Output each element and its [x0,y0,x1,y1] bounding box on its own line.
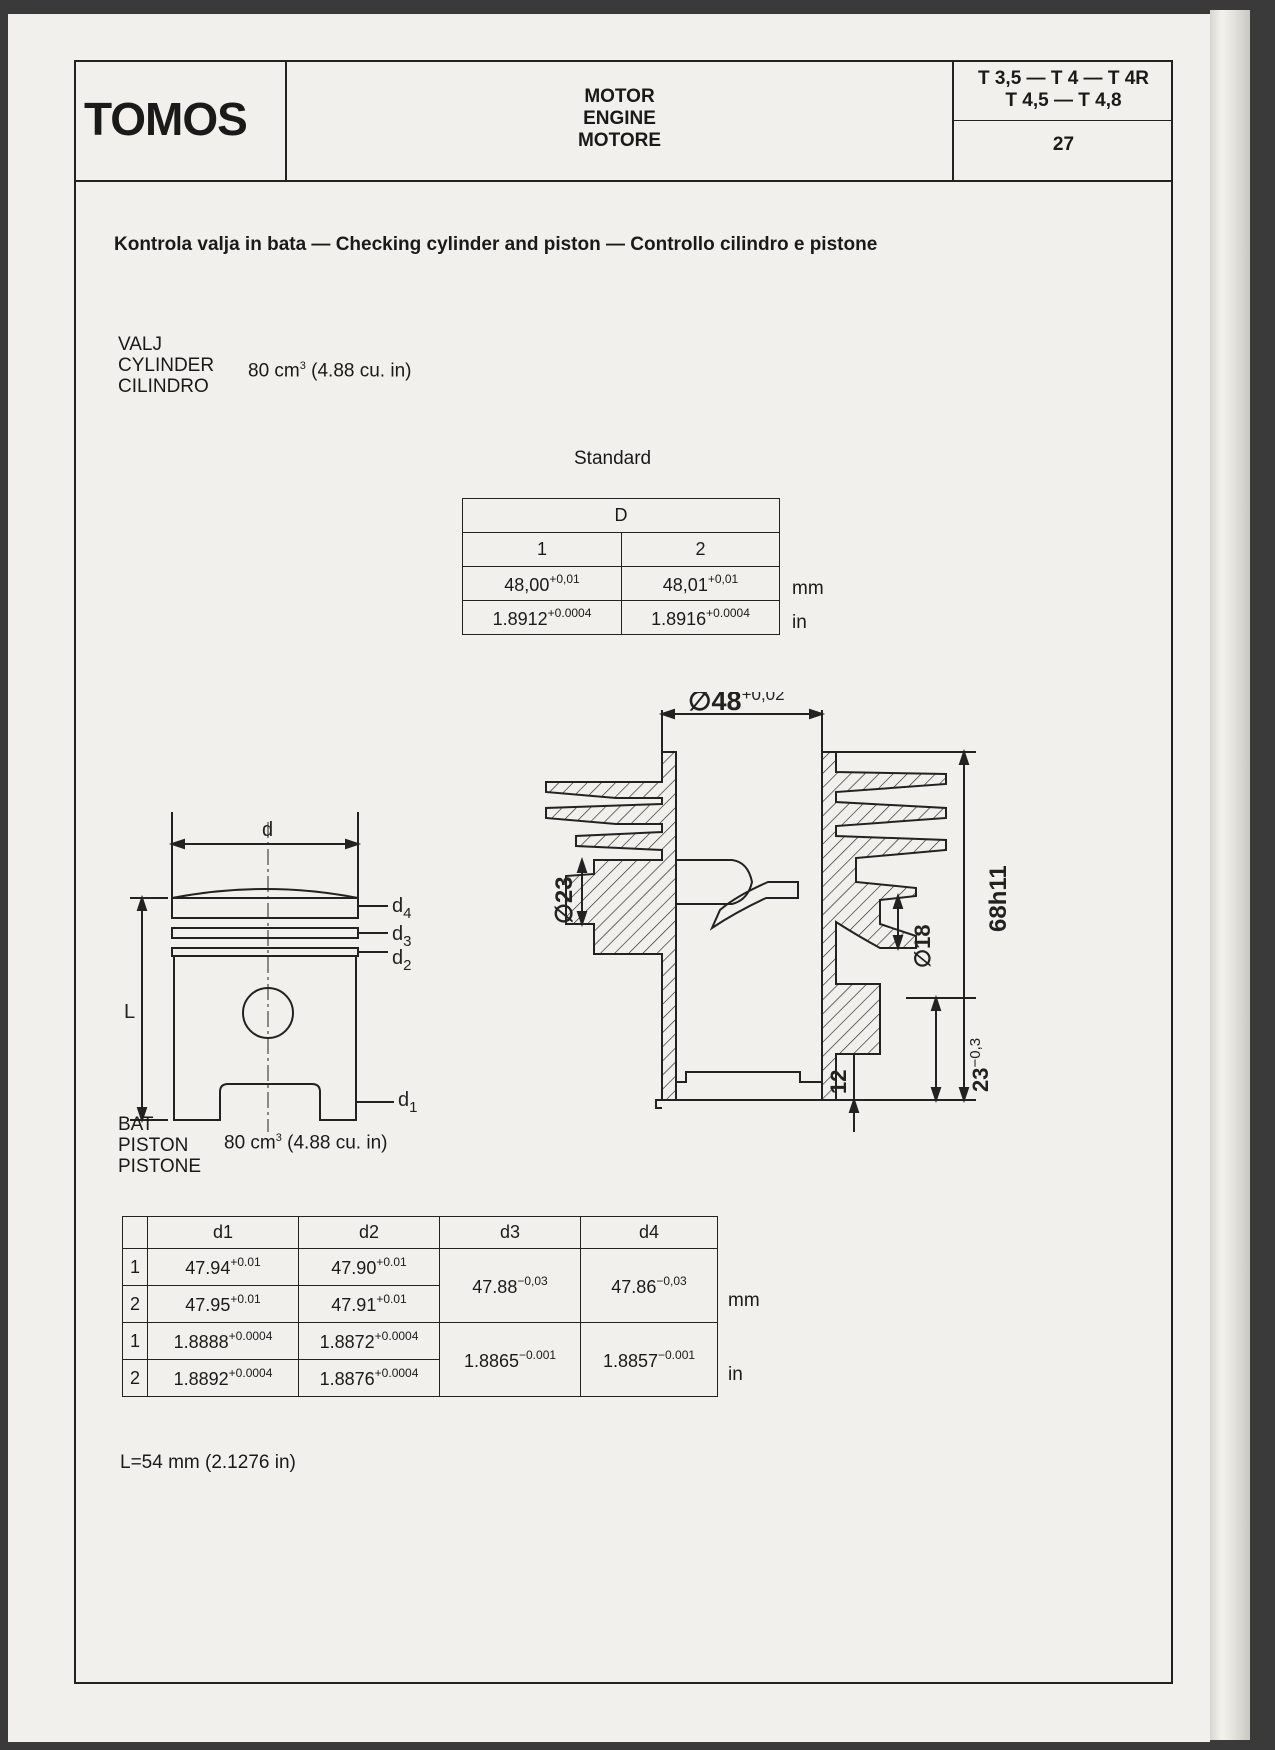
p-head-d3: d3 [439,1216,581,1249]
page-header: TOMOS MOTOR ENGINE MOTORE T 3,5 — T 4 — … [76,62,1173,182]
model-line-2: T 4,5 — T 4,8 [1005,90,1122,111]
cylinder-drawing: ∅48+0,02 68h11 ∅23 ∅18 23−0,3 12 [545,692,1012,1132]
d-col-2: 2 [621,532,780,567]
d-header: D [462,498,780,533]
p-head-d4: d4 [580,1216,718,1249]
p-head-d1: d1 [147,1216,299,1249]
port-23-label: ∅23 [551,876,578,924]
piston-L-label: L [124,1001,135,1023]
page-stack-edge [1210,10,1250,1740]
section-title: MOTOR ENGINE MOTORE [287,62,952,180]
section-heading: Kontrola valja in bata — Checking cylind… [114,234,878,255]
label-piston: PISTON [118,1135,189,1156]
height-label: 68h11 [985,865,1012,932]
standard-label: Standard [574,448,652,469]
d-in-1: 1.8912+0.0004 [462,600,622,635]
label-bat: BAT [118,1114,154,1135]
dim-12-label: 12 [826,1070,851,1094]
label-valj: VALJ [118,334,163,355]
d-in-2: 1.8916+0.0004 [621,600,780,635]
section-title-it: MOTORE [577,130,662,151]
piston-diameter-table: d1 d2 d3 d4 1 47.94+0.01 47.90+0.01 47.8… [122,1216,718,1397]
piston-d3-label: d3 [392,923,411,950]
piston-length-note: L=54 mm (2.1276 in) [120,1452,296,1473]
piston-labels: BAT PISTON PISTONE [118,1114,201,1177]
p-d4-mm: 47.86−0,03 [580,1248,718,1323]
p-d2: 1.8872+0.0004 [298,1322,440,1360]
page-frame: TOMOS MOTOR ENGINE MOTORE T 3,5 — T 4 — … [74,60,1173,1684]
p-corner [122,1216,148,1249]
d-mm-2: 48,01+0,01 [621,566,780,601]
d-mm-1: 48,00+0,01 [462,566,622,601]
model-list: T 3,5 — T 4 — T 4R T 4,5 — T 4,8 [954,68,1173,121]
p-grade: 2 [122,1359,148,1397]
piston-displacement: 80 cm3 (4.88 cu. in) [224,1132,388,1154]
p-grade: 2 [122,1285,148,1323]
d-col-1: 1 [462,532,622,567]
p-d1: 47.95+0.01 [147,1285,299,1323]
port-18-label: ∅18 [910,924,935,968]
bore-diameter-label: ∅48+0,02 [688,692,785,716]
p-d2: 1.8876+0.0004 [298,1359,440,1397]
section-title-en: ENGINE [583,108,656,129]
p-grade: 1 [122,1248,148,1286]
model-cell: T 3,5 — T 4 — T 4R T 4,5 — T 4,8 27 [952,62,1173,180]
p-d4-in: 1.8857−0.001 [580,1322,718,1397]
p-d1: 1.8892+0.0004 [147,1359,299,1397]
brand-logo: TOMOS [84,93,248,145]
p-d1: 47.94+0.01 [147,1248,299,1286]
d-unit-in: in [792,612,807,633]
dim-23-label: 23−0,3 [967,1038,993,1092]
cylinder-displacement: 80 cm3 (4.88 cu. in) [248,360,412,382]
piston-d2-label: d2 [392,947,411,974]
label-cilindro: CILINDRO [118,376,209,397]
p-head-d2: d2 [298,1216,440,1249]
p-d2: 47.91+0.01 [298,1285,440,1323]
p-grade: 1 [122,1322,148,1360]
label-pistone: PISTONE [118,1156,202,1177]
piston-drawing: d d4 d3 d2 d1 L [124,812,417,1132]
piston-d1-label: d1 [398,1089,417,1116]
piston-d4-label: d4 [392,895,411,922]
page-number: 27 [1052,134,1075,155]
cylinder-diameter-table: D 1 2 48,00+0,01 48,01+0,01 1.8912+0.000… [462,498,780,635]
p-unit-in: in [728,1364,743,1385]
section-title-sl: MOTOR [584,86,655,107]
label-cylinder: CYLINDER [118,355,215,376]
p-d2: 47.90+0.01 [298,1248,440,1286]
d-unit-mm: mm [792,578,824,599]
p-unit-mm: mm [728,1290,760,1311]
logo-cell: TOMOS [76,62,287,180]
p-d3-mm: 47.88−0,03 [439,1248,581,1323]
model-line-1: T 3,5 — T 4 — T 4R [977,68,1150,89]
piston-d-label: d [262,819,273,841]
p-d1: 1.8888+0.0004 [147,1322,299,1360]
cylinder-labels: VALJ CYLINDER CILINDRO [118,334,214,397]
p-d3-in: 1.8865−0.001 [439,1322,581,1397]
